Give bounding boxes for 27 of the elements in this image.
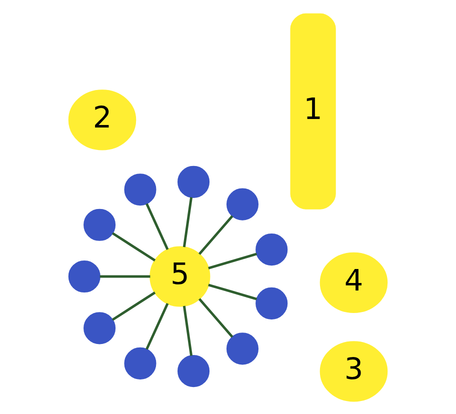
connector bbox=[198, 214, 234, 254]
node-circle bbox=[178, 354, 210, 387]
connector bbox=[198, 298, 234, 338]
connector bbox=[112, 232, 156, 261]
node-box: 1 bbox=[290, 12, 336, 209]
connector bbox=[182, 196, 193, 247]
node-ellipse: 2 bbox=[68, 89, 136, 150]
node-circle bbox=[256, 286, 288, 319]
connector bbox=[208, 283, 258, 300]
connector bbox=[208, 252, 258, 269]
connector bbox=[100, 274, 150, 278]
node-circle bbox=[178, 165, 210, 198]
node-circle bbox=[84, 208, 116, 240]
node-circle bbox=[226, 332, 259, 364]
node-circle bbox=[124, 173, 156, 206]
connector bbox=[112, 291, 156, 320]
node-ellipse: 3 bbox=[320, 340, 388, 402]
connector bbox=[146, 202, 169, 250]
node-circle bbox=[84, 312, 116, 344]
node-circle bbox=[226, 188, 259, 220]
node-ellipse: 4 bbox=[320, 252, 388, 312]
node-circle bbox=[68, 260, 100, 292]
connector bbox=[146, 302, 169, 350]
node-circle bbox=[124, 346, 156, 379]
node-circle: 5 bbox=[150, 246, 210, 306]
node-circle bbox=[256, 233, 288, 266]
connector bbox=[182, 305, 193, 356]
